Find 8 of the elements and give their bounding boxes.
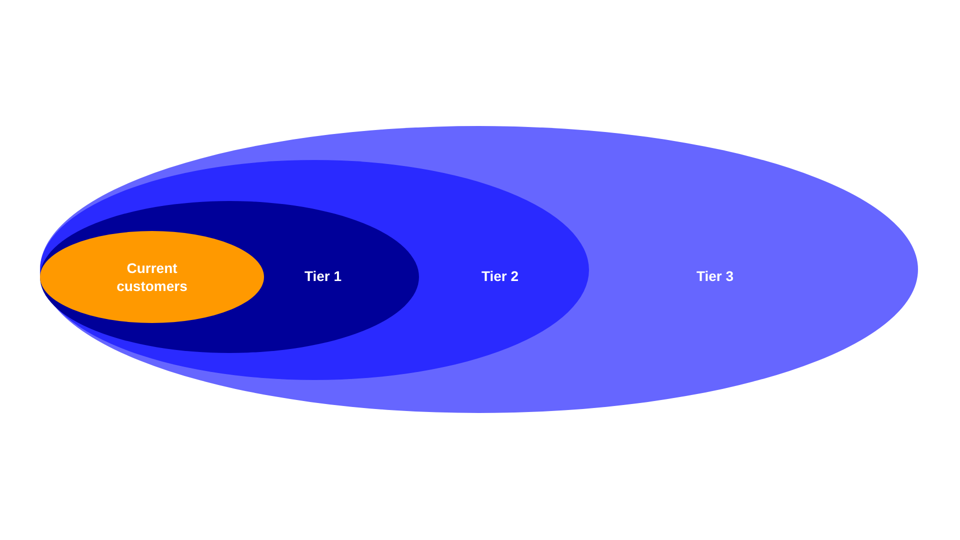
tier-ellipse — [40, 160, 589, 380]
tier-label: Tier 2 — [480, 267, 520, 285]
tier-label: Tier 3 — [695, 267, 735, 285]
tier-label: Tier 1 — [303, 267, 343, 285]
tier-ellipse — [40, 231, 264, 323]
tier-label: Current customers — [116, 259, 188, 295]
tier-ellipse — [40, 201, 419, 353]
tier-ellipse — [40, 126, 918, 413]
